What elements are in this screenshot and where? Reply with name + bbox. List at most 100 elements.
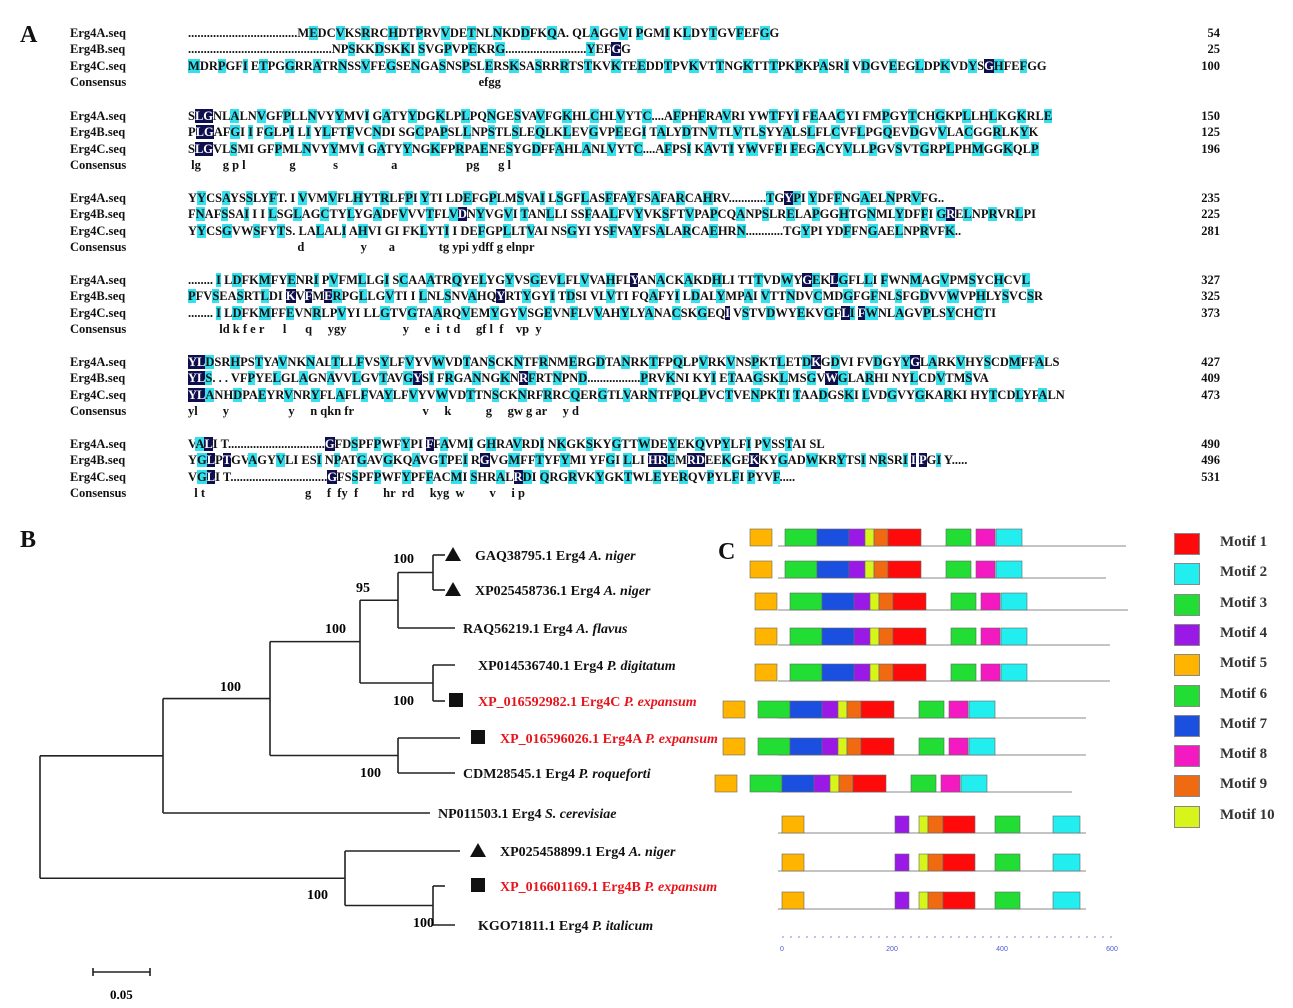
motif-box xyxy=(869,663,880,682)
motif-box xyxy=(838,774,854,793)
motif-box xyxy=(781,853,805,872)
motif-legend-swatch xyxy=(1174,684,1200,707)
alignment-row-label: Erg4B.seq xyxy=(70,289,126,304)
tree-leaf-label: XP_016596026.1 Erg4A P. expansum xyxy=(500,732,718,747)
motif-box xyxy=(821,663,855,682)
aligned-sequence: YYCSAYSSLYFT. I VVMVFLHYTRLFPI YTI LDEFG… xyxy=(188,191,945,205)
scale-bar-label: 0.05 xyxy=(110,987,133,1002)
motif-box xyxy=(945,528,972,547)
motif-box xyxy=(784,528,818,547)
motif-box xyxy=(722,737,746,756)
alignment-row-label: Erg4C.seq xyxy=(70,387,126,402)
alignment-row-label: Consensus xyxy=(70,403,127,418)
motif-box xyxy=(837,700,848,719)
alignment-row-label: Consensus xyxy=(70,321,127,336)
motif-box xyxy=(995,560,1023,579)
square-marker-icon xyxy=(471,730,485,744)
aligned-sequence: YYCSGVWSFYTS. LALALI AHVI GI FKLYTI I DE… xyxy=(188,223,962,238)
alignment-row-label: Erg4B.seq xyxy=(70,207,126,222)
sequence-position: 100 xyxy=(1201,58,1220,73)
motif-legend-swatch xyxy=(1174,654,1200,677)
motif-box xyxy=(918,815,929,834)
tree-leaf-label: XP014536740.1 Erg4 P. digitatum xyxy=(478,659,676,674)
motif-box xyxy=(1052,853,1081,872)
motif-axis-tick-label: 600 xyxy=(1106,946,1118,953)
motif-legend-swatch xyxy=(1174,623,1200,646)
sequence-position: 490 xyxy=(1201,437,1220,451)
motif-box xyxy=(1052,891,1081,910)
motif-box xyxy=(994,815,1021,834)
motif-box xyxy=(950,592,977,611)
motif-legend-swatch xyxy=(1174,805,1200,828)
alignment-row-label: Erg4A.seq xyxy=(70,26,126,40)
motif-box xyxy=(975,560,996,579)
bootstrap-value: 100 xyxy=(413,916,434,931)
motif-box xyxy=(950,663,977,682)
motif-box xyxy=(754,663,778,682)
motif-box xyxy=(942,853,976,872)
motif-box xyxy=(873,560,889,579)
consensus-sequence: yl y y n qkn fr v k g gw g ar y d xyxy=(188,403,579,418)
sequence-position: 235 xyxy=(1201,191,1220,205)
square-marker-icon xyxy=(471,878,485,892)
sequence-position: 225 xyxy=(1201,207,1220,222)
motif-box xyxy=(968,737,996,756)
panel-label-c: C xyxy=(718,539,736,565)
motif-box xyxy=(853,592,871,611)
alignment-row-label: Erg4C.seq xyxy=(70,223,126,238)
sequence-position: 196 xyxy=(1201,141,1220,156)
alignment-panel: A Erg4A.seq.............................… xyxy=(20,22,1221,500)
consensus-sequence: l t g f fy f hr rd kyg w v i p xyxy=(188,485,525,500)
alignment-row-label: Consensus xyxy=(70,157,127,172)
tree-leaf-label: GAQ38795.1 Erg4 A. niger xyxy=(475,549,636,564)
motif-legend-label: Motif 5 xyxy=(1220,655,1268,672)
motif-box xyxy=(757,700,791,719)
motif-box xyxy=(980,663,1001,682)
aligned-sequence: FNAFSSAI I I LSGLAGCTYLYGADFVVVTFLVDNYVG… xyxy=(188,207,1036,222)
motif-box xyxy=(789,737,823,756)
motif-box xyxy=(829,774,840,793)
motif-box xyxy=(864,528,875,547)
motif-box xyxy=(813,774,831,793)
triangle-marker-icon xyxy=(470,843,486,857)
sequence-position: 473 xyxy=(1201,387,1220,402)
tree-leaf-label: KGO71811.1 Erg4 P. italicum xyxy=(478,919,653,934)
motif-box xyxy=(892,663,927,682)
tree-leaf-label: XP025458736.1 Erg4 A. niger xyxy=(475,584,651,599)
motif-box xyxy=(821,737,839,756)
alignment-row-label: Erg4C.seq xyxy=(70,58,126,73)
motif-axis-tick-label: 0 xyxy=(780,946,784,953)
motif-legend-swatch xyxy=(1174,533,1200,555)
motif-box xyxy=(894,815,910,834)
motif-box xyxy=(994,853,1021,872)
motif-box xyxy=(927,891,944,910)
alignment-row-label: Erg4B.seq xyxy=(70,453,126,468)
motif-legend-swatch xyxy=(1174,563,1200,586)
motif-box xyxy=(948,737,969,756)
motif-legend-label: Motif 2 xyxy=(1220,564,1268,581)
motif-box xyxy=(1000,627,1028,646)
motif-box xyxy=(869,627,880,646)
motif-box xyxy=(853,663,871,682)
alignment-row-label: Erg4A.seq xyxy=(70,109,126,123)
motif-box xyxy=(1000,592,1028,611)
sequence-position: 531 xyxy=(1201,469,1220,484)
alignment-row-label: Erg4B.seq xyxy=(70,42,126,57)
motif-box xyxy=(918,853,929,872)
bootstrap-value: 100 xyxy=(393,552,414,567)
motif-box xyxy=(781,774,815,793)
motif-legend-label: Motif 1 xyxy=(1220,534,1268,550)
motif-box xyxy=(892,592,927,611)
motif-box xyxy=(918,737,945,756)
sequence-position: 125 xyxy=(1201,125,1220,140)
motif-box xyxy=(878,592,894,611)
square-marker-icon xyxy=(449,693,463,707)
sequence-position: 54 xyxy=(1207,26,1221,40)
sequence-position: 373 xyxy=(1201,305,1220,320)
motif-legend-label: Motif 4 xyxy=(1220,624,1268,641)
panel-label-a: A xyxy=(20,22,38,48)
aligned-sequence: VALI T...............................GFD… xyxy=(188,437,825,451)
